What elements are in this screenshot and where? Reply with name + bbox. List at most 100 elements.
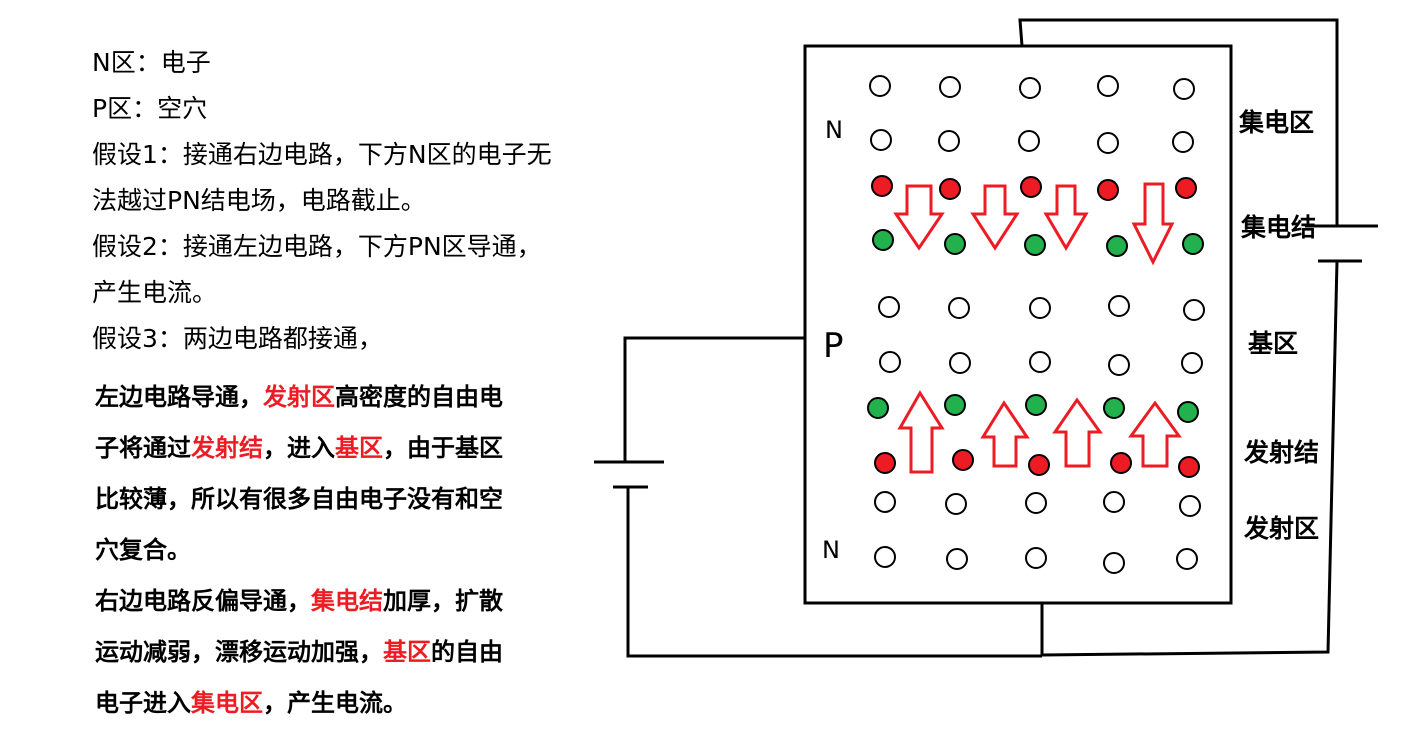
- text-segment: 电子进入: [95, 689, 191, 717]
- text-segment: 高密度的自由电: [335, 383, 503, 411]
- green-particle: [1182, 233, 1204, 255]
- note-hypothesis-2b: 产生电流。: [92, 278, 218, 307]
- highlight-base-region: 基区: [383, 638, 431, 666]
- hole-particle: [874, 491, 896, 513]
- text-segment: 的自由: [431, 638, 503, 666]
- label-collector-region: 集电区: [1238, 108, 1314, 137]
- explanation-block: 左边电路导通，发射区高密度的自由电 子将通过发射结，进入基区，由于基区 比较薄，…: [95, 372, 503, 729]
- highlight-base-region: 基区: [335, 434, 383, 462]
- hole-particle: [1179, 495, 1201, 517]
- text-segment: ，进入: [263, 434, 335, 462]
- red-particle: [1175, 177, 1197, 199]
- green-particle: [867, 397, 889, 419]
- label-collector-junction: 集电结: [1240, 213, 1316, 242]
- hole-particle: [938, 130, 960, 152]
- up-arrow-icon: [897, 390, 945, 474]
- hole-particle: [1029, 351, 1051, 373]
- note-hypothesis-1b: 法越过PN结电场，电路截止。: [92, 186, 426, 215]
- hole-particle: [946, 548, 968, 570]
- hole-particle: [1181, 352, 1203, 374]
- hole-particle: [1018, 130, 1040, 152]
- hole-particle: [1029, 297, 1051, 319]
- green-particle: [1025, 394, 1047, 416]
- text-segment: 右边电路反偏导通，: [95, 587, 311, 615]
- hole-particle: [874, 546, 896, 568]
- up-arrow-icon: [1128, 400, 1182, 468]
- red-particle: [1178, 456, 1200, 478]
- text-segment: ，产生电流。: [263, 689, 407, 717]
- transistor-body: [803, 44, 1233, 605]
- red-particle: [871, 175, 893, 197]
- note-hypothesis-1a: 假设1：接通右边电路，下方N区的电子无: [92, 140, 552, 169]
- highlight-emitter-junction: 发射结: [191, 434, 263, 462]
- hole-particle: [1097, 75, 1119, 97]
- particles: [867, 75, 1205, 574]
- explain-line-7: 电子进入集电区，产生电流。: [95, 678, 503, 729]
- note-n-region: N区：电子: [92, 48, 211, 77]
- explain-line-1: 左边电路导通，发射区高密度的自由电: [95, 372, 503, 423]
- note-hypothesis-3: 假设3：两边电路都接通，: [92, 324, 383, 353]
- hole-particle: [1172, 131, 1194, 153]
- red-particle: [1028, 454, 1050, 476]
- up-arrow-icon: [1052, 397, 1103, 468]
- explain-line-3: 比较薄，所以有很多自由电子没有和空: [95, 485, 503, 513]
- hole-particle: [1173, 78, 1195, 100]
- text-segment: 运动减弱，漂移运动加强，: [95, 638, 383, 666]
- highlight-collector-junction: 集电结: [311, 587, 383, 615]
- green-particle: [1106, 235, 1128, 257]
- hole-particle: [1108, 295, 1130, 317]
- hole-particle: [1025, 492, 1047, 514]
- circuit-wires: [594, 18, 1378, 658]
- hole-particle: [1103, 491, 1125, 513]
- hole-particle: [879, 351, 901, 373]
- green-particle: [1024, 234, 1046, 256]
- explain-line-4: 穴复合。: [95, 536, 191, 564]
- red-particle: [952, 449, 974, 471]
- down-arrow-icon: [1131, 182, 1175, 266]
- hole-particle: [1103, 552, 1125, 574]
- n-bottom-label: N: [822, 536, 840, 564]
- label-emitter-region: 发射区: [1243, 514, 1319, 543]
- red-particle: [1097, 179, 1119, 201]
- label-base-region: 基区: [1248, 329, 1298, 358]
- text-segment: 左边电路导通，: [95, 383, 263, 411]
- hole-particle: [939, 76, 961, 98]
- red-particle: [1110, 452, 1132, 474]
- highlight-collector-region: 集电区: [191, 689, 263, 717]
- up-arrows: [897, 390, 1182, 474]
- hole-particle: [945, 493, 967, 515]
- hole-particle: [878, 296, 900, 318]
- down-arrows: [893, 182, 1175, 266]
- hole-particle: [1183, 299, 1205, 321]
- notes-block: N区：电子 P区：空穴 假设1：接通右边电路，下方N区的电子无 法越过PN结电场…: [92, 40, 552, 362]
- n-top-label: N: [825, 116, 843, 144]
- green-particle: [1103, 397, 1125, 419]
- p-base-label: P: [823, 326, 844, 366]
- highlight-emitter-region: 发射区: [263, 383, 335, 411]
- explain-line-6: 运动减弱，漂移运动加强，基区的自由: [95, 627, 503, 678]
- green-particle: [872, 229, 894, 251]
- explain-line-2: 子将通过发射结，进入基区，由于基区: [95, 423, 503, 474]
- right-wire-top: [1018, 18, 1339, 226]
- note-p-region: P区：空穴: [92, 94, 208, 123]
- down-arrow-icon: [1043, 184, 1089, 251]
- green-particle: [1177, 401, 1199, 423]
- text-segment: 子将通过: [95, 434, 191, 462]
- hole-particle: [1019, 77, 1041, 99]
- hole-particle: [1097, 132, 1119, 154]
- red-particle: [874, 452, 896, 474]
- note-hypothesis-2a: 假设2：接通左边电路，下方PN区导通，: [92, 232, 542, 261]
- red-particle: [1020, 176, 1042, 198]
- explain-line-5: 右边电路反偏导通，集电结加厚，扩散: [95, 576, 503, 627]
- hole-particle: [1108, 354, 1130, 376]
- down-arrow-icon: [893, 184, 945, 251]
- hole-particle: [870, 129, 892, 151]
- text-segment: ，由于基区: [383, 434, 503, 462]
- hole-particle: [1176, 548, 1198, 570]
- green-particle: [944, 233, 966, 255]
- hole-particle: [948, 297, 970, 319]
- up-arrow-icon: [980, 400, 1030, 468]
- hole-particle: [869, 75, 891, 97]
- left-wire-bottom: [626, 487, 1042, 658]
